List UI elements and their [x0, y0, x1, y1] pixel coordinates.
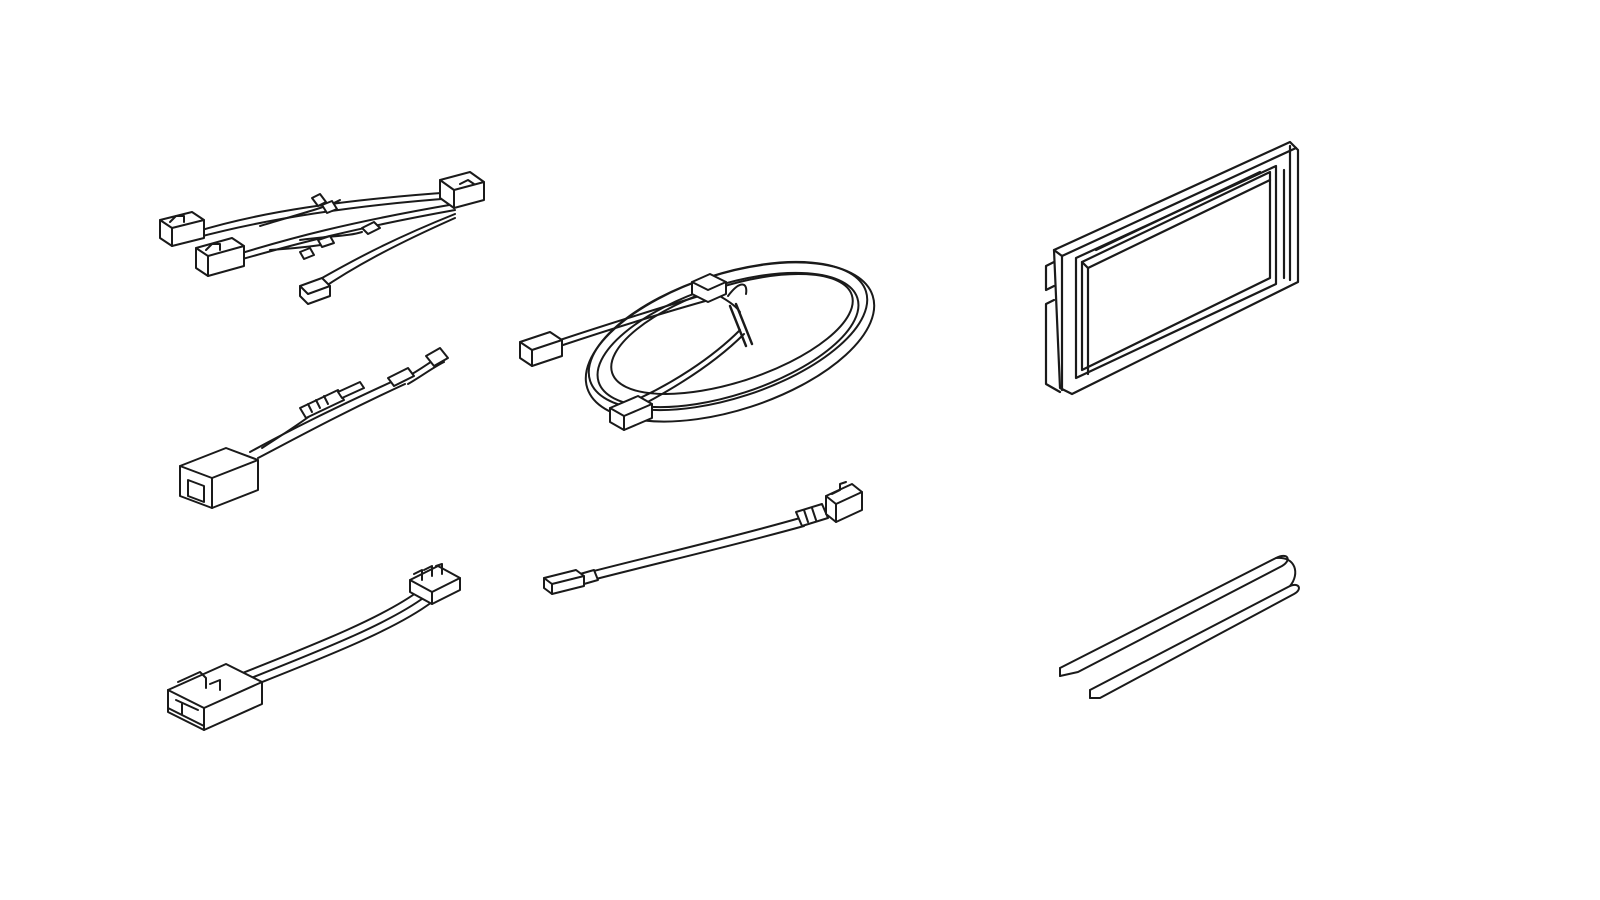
coiled-cable-icon [519, 260, 876, 431]
connector-cable-icon [167, 563, 461, 731]
removal-tool-icon [1059, 554, 1300, 699]
bracket-frame-icon [1044, 140, 1300, 396]
adapter-cable-icon [543, 481, 863, 595]
wiring-harness-icon [159, 171, 485, 305]
antenna-adapter-icon [179, 347, 449, 509]
